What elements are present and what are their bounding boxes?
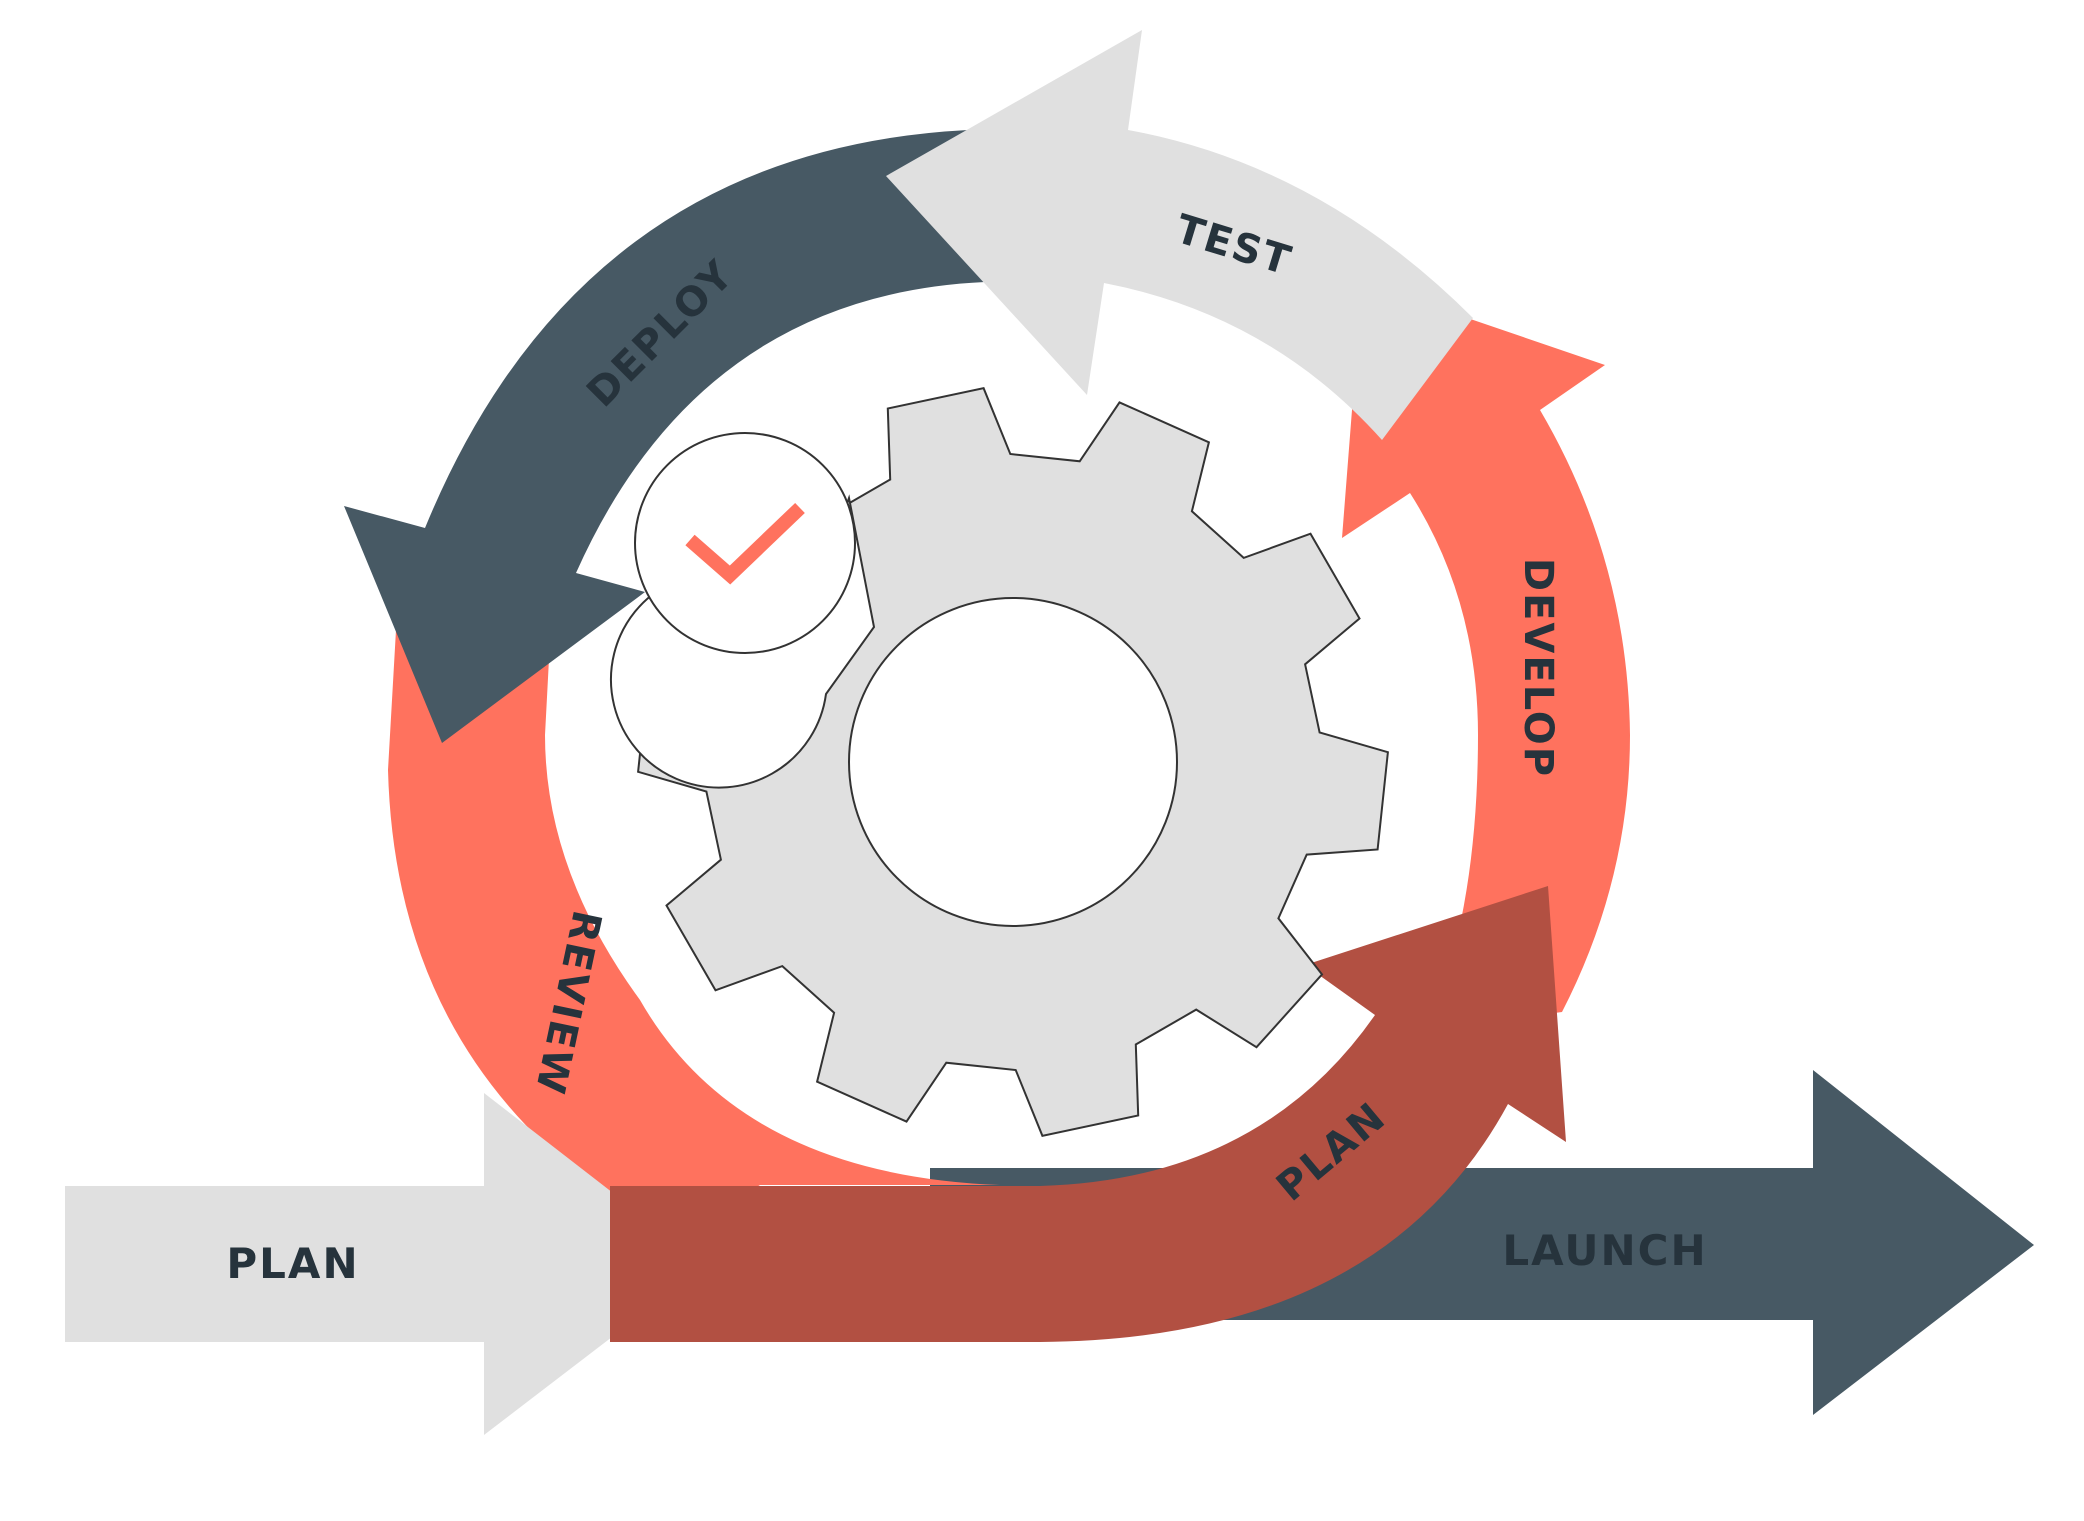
review-arrow [388,630,1000,1207]
label-develop: DEVELOP [1515,558,1561,778]
checkmark-icon [685,502,805,585]
plan-loop-arrow [610,886,1566,1342]
develop-arrow [1342,282,1630,1030]
check-badge-circle [634,432,856,654]
label-plan-start: PLAN [226,1239,359,1288]
test-arrow [886,30,1473,440]
plan-start-arrow [65,1093,706,1435]
deploy-arrow [344,130,985,743]
launch-arrow [930,1070,2034,1415]
gear-hole [848,597,1178,927]
label-launch: LAUNCH [1502,1226,1707,1275]
